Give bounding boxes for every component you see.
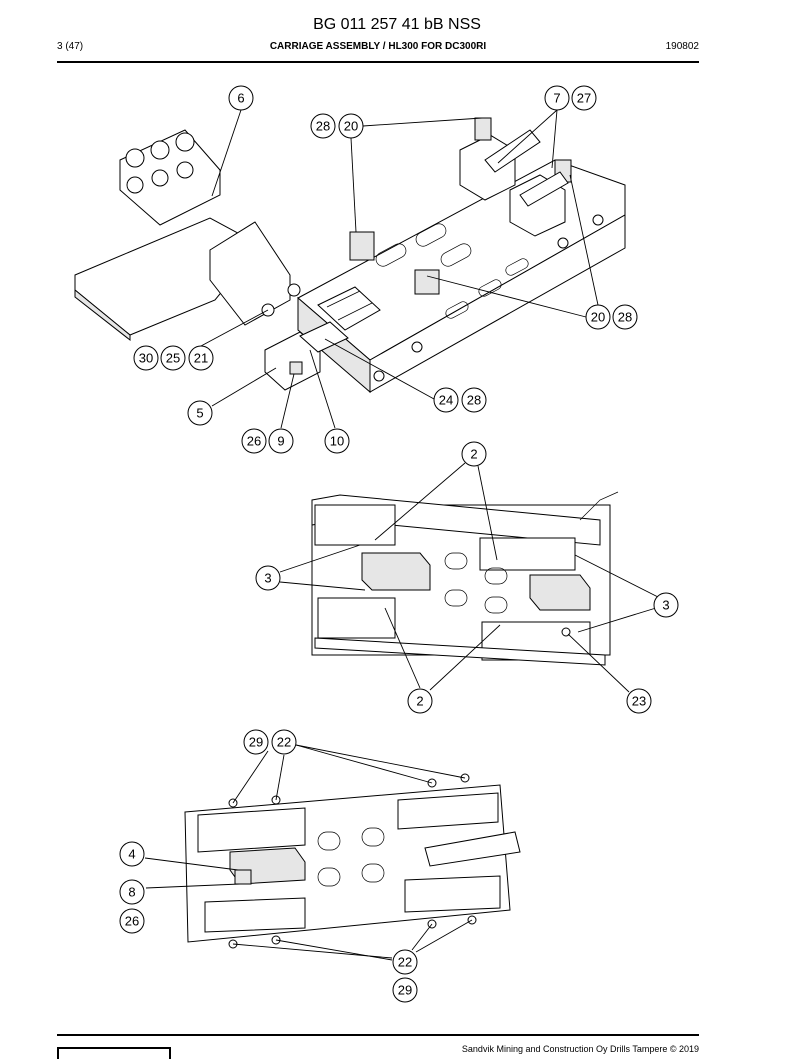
slide-plate bbox=[317, 286, 381, 331]
page-number: 3 (47) bbox=[57, 41, 84, 52]
svg-text:6: 6 bbox=[237, 91, 244, 106]
rear-clamp-block bbox=[529, 574, 591, 611]
carriage-beam-side bbox=[369, 214, 626, 393]
svg-text:8: 8 bbox=[128, 885, 135, 900]
svg-text:28: 28 bbox=[467, 393, 481, 408]
callout-29b: 29 bbox=[392, 977, 418, 1003]
svg-text:26: 26 bbox=[247, 434, 261, 449]
callout-6: 6 bbox=[228, 85, 254, 111]
svg-text:2: 2 bbox=[470, 447, 477, 462]
bottom-pad-3 bbox=[204, 897, 306, 933]
svg-text:28: 28 bbox=[618, 310, 632, 325]
wear-pad-upper-left bbox=[314, 504, 396, 546]
callout-27: 27 bbox=[571, 85, 597, 111]
callout-30: 30 bbox=[133, 345, 159, 371]
callout-20b: 20 bbox=[585, 304, 611, 330]
wear-pad-lower-left bbox=[317, 597, 396, 639]
callout-22b: 22 bbox=[392, 949, 418, 975]
callout-29a: 29 bbox=[243, 729, 269, 755]
callout-8: 8 bbox=[119, 879, 145, 905]
svg-text:21: 21 bbox=[194, 351, 208, 366]
svg-text:25: 25 bbox=[166, 351, 180, 366]
svg-text:22: 22 bbox=[398, 955, 412, 970]
valve-block bbox=[119, 129, 221, 226]
svg-text:24: 24 bbox=[439, 393, 453, 408]
footer-rule bbox=[57, 1034, 699, 1036]
callout-21: 21 bbox=[188, 345, 214, 371]
svg-text:23: 23 bbox=[632, 694, 646, 709]
callout-28a: 28 bbox=[310, 113, 336, 139]
wear-block-20b bbox=[414, 269, 440, 295]
callout-7: 7 bbox=[544, 85, 570, 111]
svg-text:2: 2 bbox=[416, 694, 423, 709]
page-title: CARRIAGE ASSEMBLY / HL300 FOR DC300RI bbox=[269, 41, 487, 52]
svg-text:26: 26 bbox=[125, 914, 139, 929]
callout-24: 24 bbox=[433, 387, 459, 413]
bottom-pad-1 bbox=[197, 807, 306, 853]
cylinder-rod-2 bbox=[519, 171, 569, 207]
callout-23: 23 bbox=[626, 688, 652, 714]
callout-4: 4 bbox=[119, 841, 145, 867]
svg-text:9: 9 bbox=[277, 434, 284, 449]
sandvik-logo bbox=[57, 1047, 171, 1059]
callout-2b: 2 bbox=[407, 688, 433, 714]
hose-cradle-lip bbox=[74, 288, 131, 342]
front-clamp-block bbox=[361, 552, 431, 591]
callout-22a: 22 bbox=[271, 729, 297, 755]
leaders-view-3 bbox=[144, 744, 473, 961]
wear-pad-upper-right bbox=[479, 537, 576, 571]
callout-28b: 28 bbox=[612, 304, 638, 330]
svg-text:20: 20 bbox=[591, 310, 605, 325]
cylinder-rod bbox=[484, 129, 541, 173]
lower-rail bbox=[314, 637, 606, 666]
svg-text:7: 7 bbox=[553, 91, 560, 106]
callout-28c: 28 bbox=[461, 387, 487, 413]
callout-20a: 20 bbox=[338, 113, 364, 139]
bolt-20-top bbox=[474, 117, 492, 141]
document-number: BG 011 257 41 bB NSS bbox=[313, 16, 481, 33]
svg-text:3: 3 bbox=[264, 571, 271, 586]
bottom-pad-2 bbox=[397, 792, 499, 830]
svg-text:29: 29 bbox=[398, 983, 412, 998]
svg-text:3: 3 bbox=[662, 598, 669, 613]
callout-3a: 3 bbox=[255, 565, 281, 591]
cradle-bracket bbox=[209, 221, 291, 326]
svg-text:20: 20 bbox=[344, 119, 358, 134]
callout-2a: 2 bbox=[461, 441, 487, 467]
svg-text:28: 28 bbox=[316, 119, 330, 134]
bottom-pad-4 bbox=[404, 875, 501, 913]
svg-text:22: 22 bbox=[277, 735, 291, 750]
svg-text:30: 30 bbox=[139, 351, 153, 366]
callout-3b: 3 bbox=[653, 592, 679, 618]
callout-5: 5 bbox=[187, 400, 213, 426]
document-date: 190802 bbox=[665, 41, 699, 52]
footer-copyright: Sandvik Mining and Construction Oy Drill… bbox=[461, 1044, 699, 1054]
header-rule bbox=[57, 61, 699, 63]
callout-26b: 26 bbox=[119, 908, 145, 934]
svg-text:10: 10 bbox=[330, 434, 344, 449]
page-header: 3 (47) CARRIAGE ASSEMBLY / HL300 FOR DC3… bbox=[57, 41, 699, 55]
bottom-cylinder bbox=[424, 831, 521, 867]
svg-text:29: 29 bbox=[249, 735, 263, 750]
exploded-parts-drawing: 6 7 27 28 20 20 28 30 25 21 24 28 5 26 9… bbox=[74, 85, 679, 1003]
leaders-view-2 bbox=[279, 462, 659, 693]
callout-10: 10 bbox=[324, 428, 350, 454]
callout-26a: 26 bbox=[241, 428, 267, 454]
wear-block-20 bbox=[349, 231, 375, 261]
svg-text:5: 5 bbox=[196, 406, 203, 421]
clamp-pin bbox=[299, 321, 349, 353]
callout-9: 9 bbox=[268, 428, 294, 454]
wear-pad-view bbox=[311, 491, 619, 666]
callout-25: 25 bbox=[160, 345, 186, 371]
leaders-view-1 bbox=[200, 109, 599, 429]
svg-text:4: 4 bbox=[128, 847, 135, 862]
carriage-assembly-view bbox=[74, 117, 626, 394]
svg-text:27: 27 bbox=[577, 91, 591, 106]
front-clamp bbox=[264, 331, 321, 391]
bottom-view bbox=[184, 773, 521, 949]
